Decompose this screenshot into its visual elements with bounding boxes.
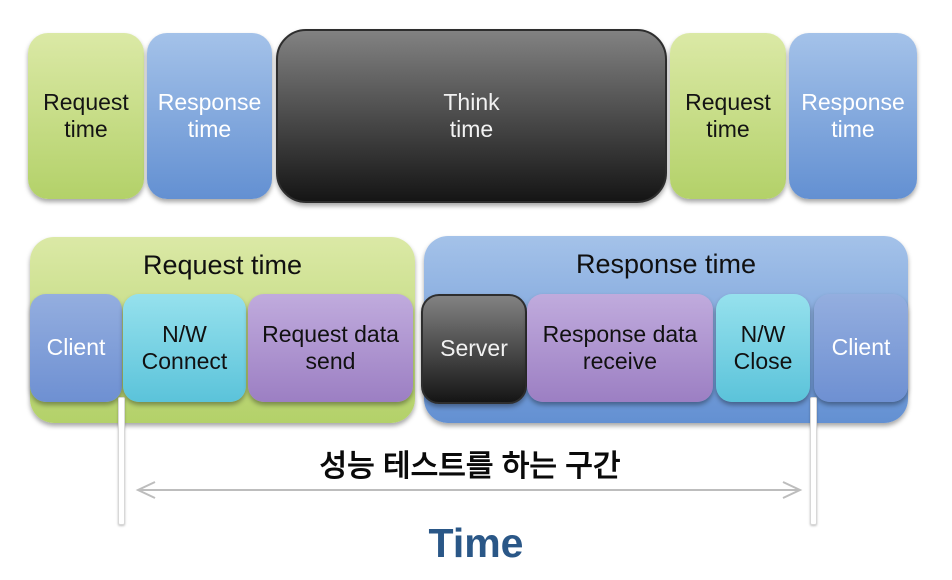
right-boundary-line [810, 397, 817, 525]
measurement-span-arrow [135, 481, 803, 499]
time-axis-label: Time [428, 520, 524, 566]
step-nw-connect: N/W Connect [123, 294, 246, 402]
timeline-request-time-2: Request time [670, 33, 786, 199]
step-response-data-receive: Response data receive [527, 294, 713, 402]
timeline-response-time-2: Response time [789, 33, 917, 199]
request-time-group-label: Request time [142, 250, 303, 280]
step-request-data-send: Request data send [248, 294, 413, 402]
response-time-group-label: Response time [575, 249, 757, 279]
left-boundary-line [118, 397, 125, 525]
timeline-request-time-1: Request time [28, 33, 144, 199]
step-nw-close: N/W Close [716, 294, 810, 402]
timeline-think-time: Think time [276, 29, 667, 203]
measurement-label: 성능 테스트를 하는 구간 [319, 450, 621, 483]
step-client-request: Client [30, 294, 122, 402]
step-server: Server [421, 294, 527, 404]
step-client-response: Client [814, 294, 908, 402]
timeline-response-time-1: Response time [147, 33, 272, 199]
